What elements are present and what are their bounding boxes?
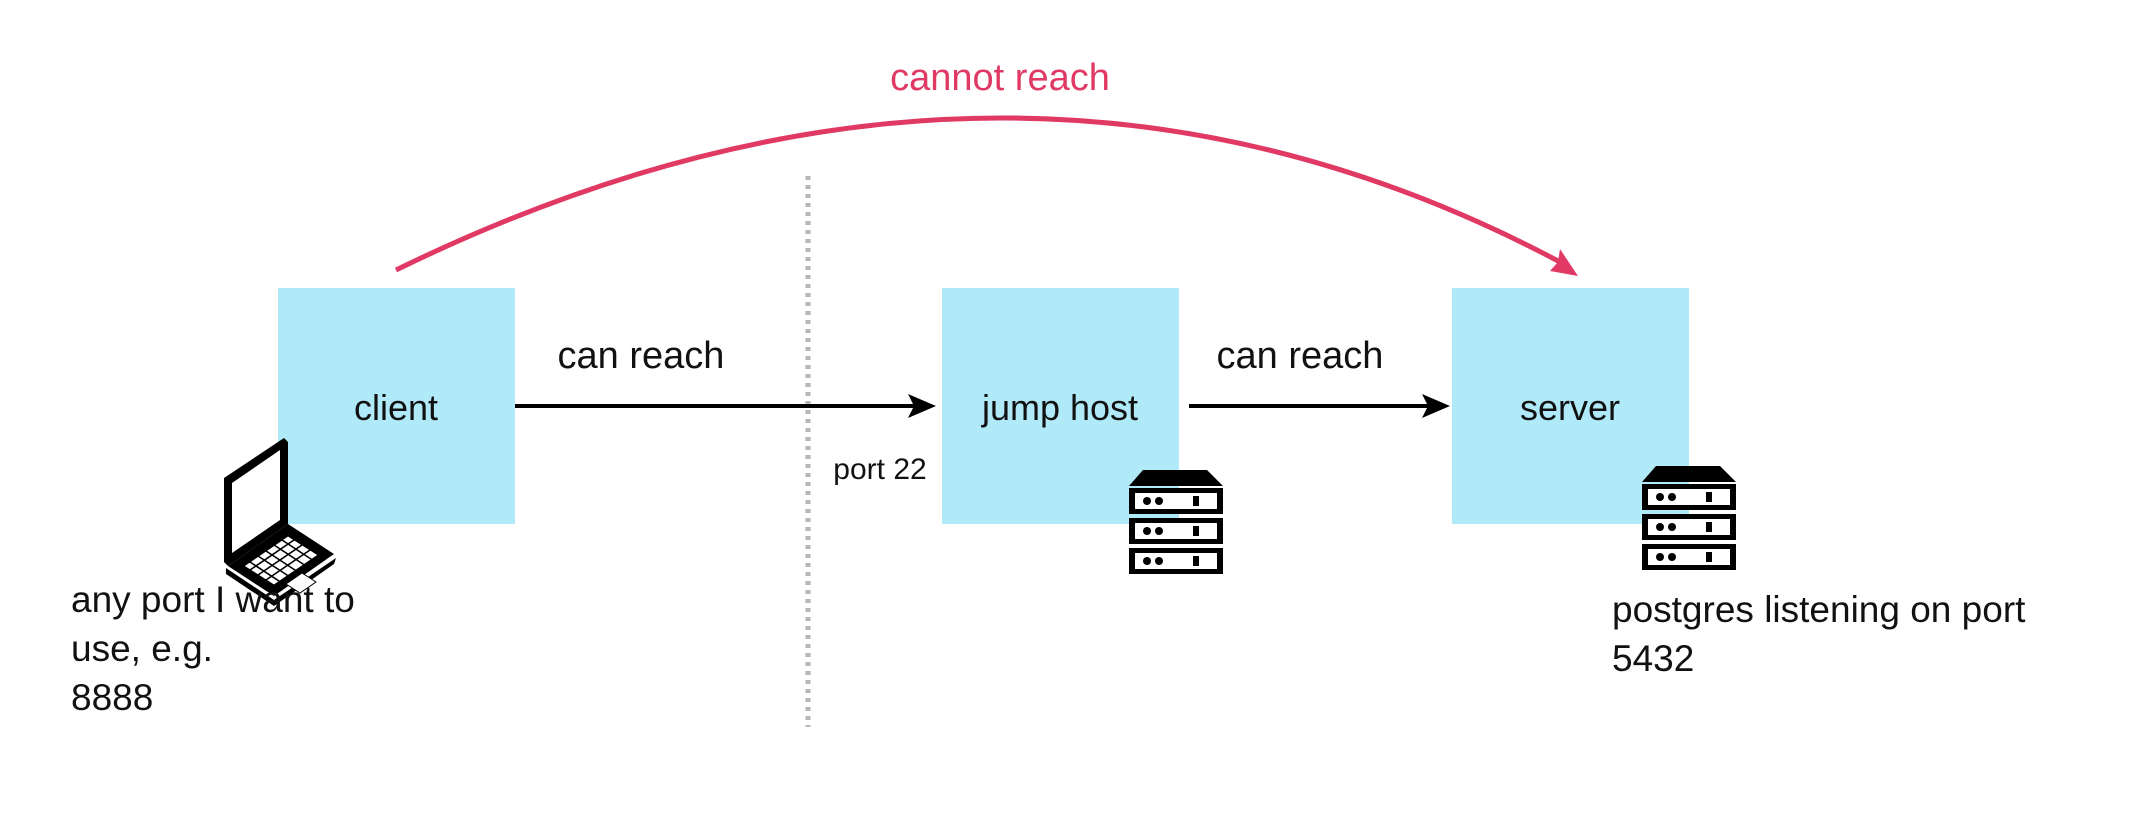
edge-label-client-to-server: cannot reach <box>890 57 1110 99</box>
client-port-note-line: 8888 <box>71 677 153 718</box>
client-port-note-line: use, e.g. <box>71 628 213 669</box>
client-port-note-line: any port I want to <box>71 579 355 620</box>
server-label: server <box>1520 387 1620 428</box>
jump-host-server-icon <box>1129 470 1223 574</box>
edge-label-jump-host-to-server: can reach <box>1217 335 1384 377</box>
server-port-note-line: 5432 <box>1612 638 1694 679</box>
server-port-note: postgres listening on port 5432 <box>1612 589 2036 679</box>
port-22-label: port 22 <box>833 453 926 486</box>
client-port-note: any port I want to use, e.g. 8888 <box>71 579 365 718</box>
arc-client-to-server-unreachable <box>394 115 1562 273</box>
client-label: client <box>354 387 438 428</box>
server-server-icon <box>1642 466 1736 570</box>
client-box <box>278 288 515 524</box>
arrowhead-jump-host-to-server <box>1422 394 1450 418</box>
edge-label-client-to-jump-host: can reach <box>558 335 725 377</box>
laptop-icon <box>224 438 336 606</box>
jump-host-label: jump host <box>981 387 1138 428</box>
server-port-note-line: postgres listening on port <box>1612 589 2026 630</box>
arrowhead-client-to-jump-host <box>908 394 936 418</box>
arrowhead-client-to-server-unreachable <box>1550 249 1578 276</box>
